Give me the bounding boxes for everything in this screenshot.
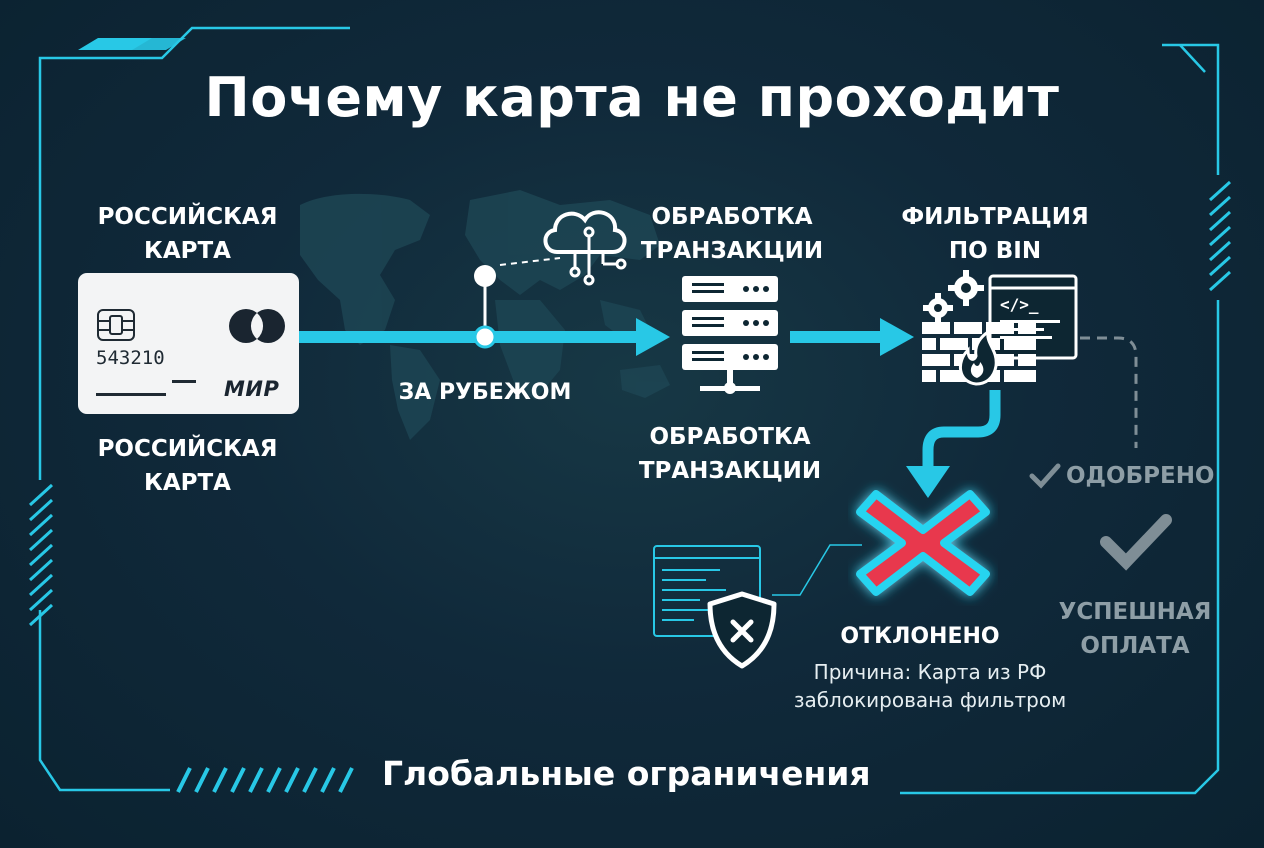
russian-card (78, 273, 299, 414)
footer-title: Глобальные ограничения (382, 754, 871, 793)
card-number: 543210 (96, 347, 165, 369)
cloud-network-icon (543, 210, 627, 286)
firewall-icon: </>_ (922, 270, 1078, 386)
page-title: Почему карта не проходит (204, 66, 1060, 129)
arrow-card-to-server (299, 318, 670, 356)
card-label-top: РОССИЙСКАЯ КАРТА (97, 204, 278, 264)
log-window-icon (653, 545, 777, 669)
rejected-reason: Причина: Карта из РФ заблокирована фильт… (793, 660, 1067, 712)
mastercard-logo-icon (229, 309, 285, 343)
arrow-server-to-filter (790, 318, 914, 356)
card-label-bottom: РОССИЙСКАЯ КАРТА (97, 436, 278, 496)
x-mark-icon (856, 490, 990, 596)
rejected-label: ОТКЛОНЕНО (840, 624, 1000, 649)
arrow-filter-to-reject (906, 390, 1001, 498)
success-check-icon (1100, 514, 1172, 571)
fire-icon (959, 328, 998, 386)
shield-x-icon (707, 591, 777, 669)
card-line-long (96, 393, 166, 396)
chip-icon (97, 309, 135, 341)
processing-label-top: ОБРАБОТКА ТРАНЗАКЦИИ (640, 204, 824, 264)
processing-label-bottom: ОБРАБОТКА ТРАНЗАКЦИИ (638, 424, 822, 484)
approved-label: ОДОБРЕНО (1066, 463, 1215, 489)
abroad-node (473, 257, 561, 349)
filter-label: ФИЛЬТРАЦИЯ ПО BIN (901, 204, 1089, 264)
check-icon (1029, 463, 1061, 489)
svg-text:</>_: </>_ (1000, 295, 1039, 314)
card-brand: МИР (224, 377, 280, 401)
success-label: УСПЕШНАЯ ОПЛАТА (1058, 599, 1212, 659)
dashed-path-to-approved (1080, 336, 1138, 448)
abroad-label: ЗА РУБЕЖОМ (398, 380, 572, 405)
card-line-short (172, 380, 196, 383)
server-icon (682, 276, 778, 394)
gear-icon (923, 270, 984, 323)
